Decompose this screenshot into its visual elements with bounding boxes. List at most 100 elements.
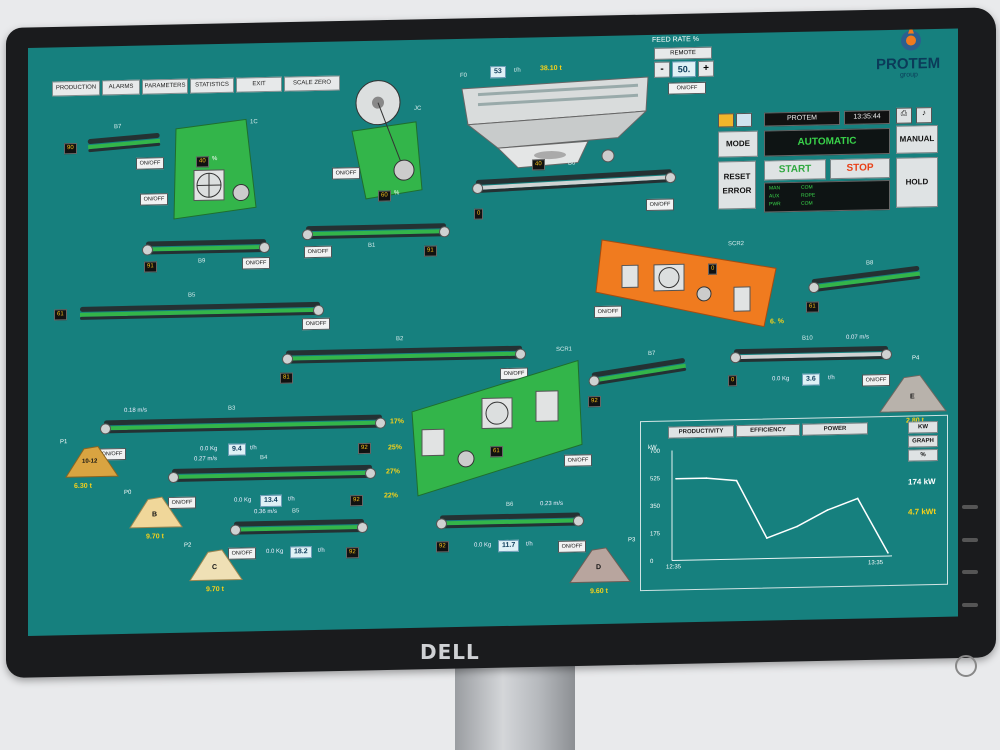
y-tick-label: 0 [650,559,654,565]
status-led: PWR [769,201,781,208]
belt-weight: 0.0 Kg [474,542,492,549]
camera-icon[interactable] [736,112,752,128]
belt-onoff-button[interactable]: ON/OFF [136,157,164,170]
power-button[interactable] [955,655,977,677]
belt-onoff-button[interactable]: ON/OFF [304,245,332,259]
status-led: COM [801,184,813,191]
belt-value: 0 [474,208,484,220]
conveyor-belt [168,464,376,484]
start-button[interactable]: START [764,159,826,181]
pile-tag: P0 [124,489,132,496]
pile-label: D [596,563,602,572]
pile-tons: 6.30 t [74,482,92,491]
mode-button[interactable]: MODE [718,130,758,158]
scr2-onoff-button[interactable]: ON/OFF [594,305,622,319]
belt-value: 91 [424,245,437,257]
scr1-onoff-button[interactable]: ON/OFF [564,454,592,467]
data-point [705,477,708,479]
conveyor-belt [230,518,368,536]
belt-weight: 0.0 Kg [200,446,218,453]
cone-crusher-tag: JC [414,105,422,112]
exit-button[interactable]: EXIT [236,76,282,93]
belt-speed: 0.07 m/s [846,334,870,341]
scr1-value: 61 [490,446,503,458]
belt-tag: B5 [188,292,196,299]
belt-tag: B2 [396,336,404,343]
belt-weight: 0.0 Kg [234,497,252,504]
status-led: MAN [769,185,781,192]
printer-icon[interactable]: ⎙ [896,107,912,124]
belt-value: 90 [64,142,77,155]
hold-button[interactable]: HOLD [896,156,938,208]
statistics-button[interactable]: STATISTICS [190,77,234,94]
feed-plus-button[interactable]: + [698,60,714,77]
bezel-button[interactable] [962,603,978,607]
conveyor-belt [436,512,584,530]
belt-value: 92 [436,541,449,553]
stockpile-p2: P2 C 9.70 t [184,543,244,593]
belt-weight: 0.0 Kg [772,376,790,383]
belt-tag: B3 [228,405,236,412]
alarm-bell-icon[interactable]: ♪ [916,107,932,124]
belt-tag: B1 [368,242,376,249]
belt-tag: B0 [568,160,576,167]
feeder-value: 40 [532,159,545,171]
belt-onoff-button[interactable]: ON/OFF [646,198,674,212]
crusher-onoff-button[interactable]: ON/OFF [332,167,360,180]
belt-onoff-button[interactable]: ON/OFF [242,256,270,270]
x-axis [672,555,892,562]
belt-speed: 0.36 m/s [254,508,278,516]
status-led: ROPE [801,192,816,199]
belt-value: 81 [280,372,293,384]
stop-button[interactable]: STOP [830,157,890,180]
belt-unit: t/h [828,375,835,382]
scr2-tag: SCR2 [728,241,745,248]
jaw-crusher-tag: 1C [250,119,258,126]
scr2-value: 0 [708,263,718,275]
folder-icon[interactable] [718,113,734,128]
manual-button[interactable]: MANUAL [896,124,938,154]
belt-unit: t/h [250,445,257,452]
belt-value: 61 [806,301,819,313]
scr1-percent: 22% [384,492,399,500]
feeder-rate-value: 53 [490,65,506,79]
percent-button[interactable]: % [908,448,938,462]
belt-value: 92 [588,396,601,408]
belt-unit: t/h [318,547,325,554]
stockpile-icon [189,549,243,582]
graph-button[interactable]: GRAPH [908,434,938,448]
cone-crusher-unit: % [394,190,400,197]
production-button[interactable]: PRODUCTION [52,80,100,97]
stockpile-icon [65,445,119,478]
reset-error-button[interactable]: RESET ERROR [718,160,756,210]
belt-onoff-button[interactable]: ON/OFF [302,317,330,331]
status-led: COM [801,200,813,207]
belt-speed: 0.23 m/s [540,500,564,508]
screen-scr2-graphic [595,239,777,328]
scr2-percent: 6. % [770,318,785,326]
conveyor-belt [142,239,270,256]
scr1-tag: SCR1 [556,346,573,353]
belt-speed: 0.27 m/s [194,456,218,463]
belt-rate: 18.2 [290,546,312,559]
parameters-button[interactable]: PARAMETERS [142,78,188,95]
bezel-button[interactable] [962,538,978,542]
belt-value: 92 [350,494,363,507]
belt-rate: 11.7 [498,539,520,553]
stockpile-p0: P0 B 9.70 t [124,490,184,541]
feed-rate-value[interactable]: 50. [672,61,696,78]
data-point [826,509,829,511]
feeder-onoff-button[interactable]: ON/OFF [668,81,706,95]
series-line [676,477,889,554]
kw-button[interactable]: KW [908,420,938,434]
data-point [735,479,738,482]
remote-button[interactable]: REMOTE [654,46,712,60]
stockpile-icon [879,374,947,413]
crusher-onoff-button[interactable]: ON/OFF [140,193,168,206]
scale-zero-button[interactable]: SCALE ZERO [284,75,340,92]
bezel-button[interactable] [962,570,978,574]
belt-value: 61 [54,309,67,321]
bezel-button[interactable] [962,505,978,509]
alarms-button[interactable]: ALARMS [102,79,140,96]
